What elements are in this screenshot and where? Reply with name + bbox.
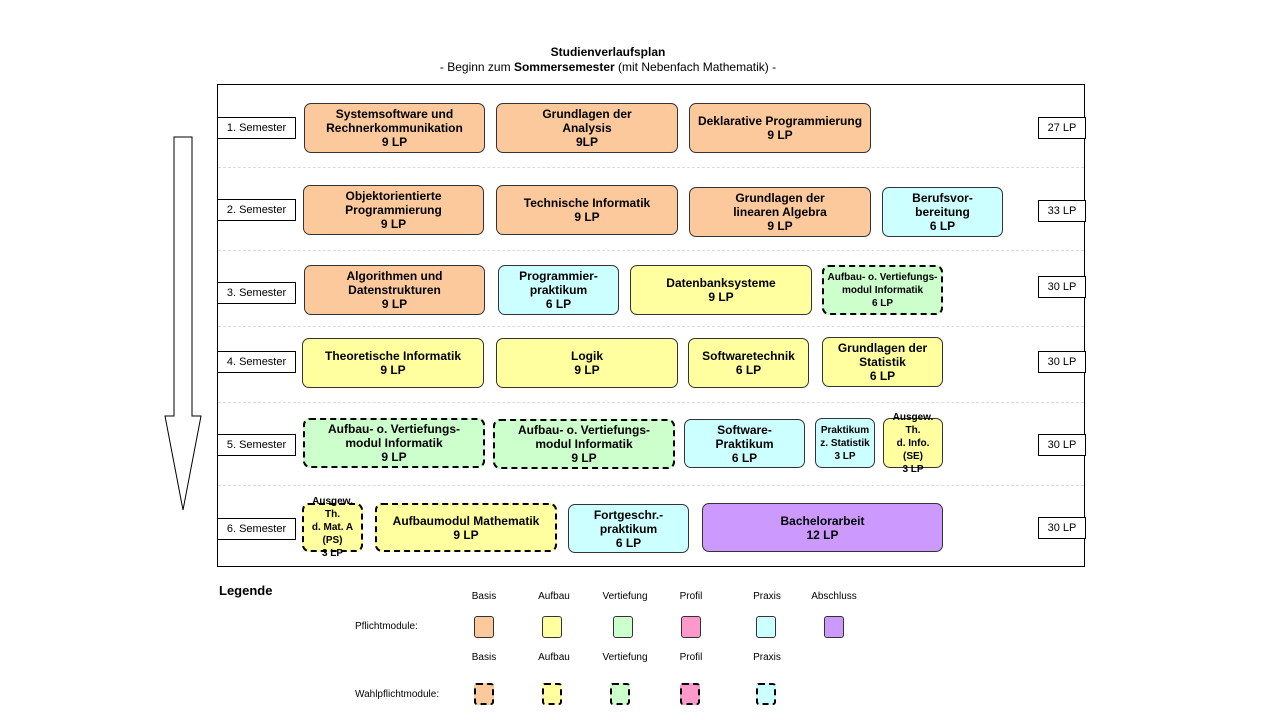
legend-swatch-wahl-profil	[680, 683, 700, 705]
module-card: Technische Informatik 9 LP	[496, 185, 678, 235]
module-card: Grundlagen der Statistik 6 LP	[822, 337, 943, 387]
page-subtitle: - Beginn zum Sommersemester (mit Nebenfa…	[0, 60, 1216, 74]
module-card: Objektorientierte Programmierung 9 LP	[303, 185, 484, 235]
legend-swatch-wahl-aufbau	[542, 683, 562, 705]
semester-lp-total: 30 LP	[1038, 276, 1086, 298]
down-arrow-icon	[164, 136, 202, 511]
semester-lp-total: 33 LP	[1038, 200, 1086, 222]
legend-category-label: Basis	[471, 652, 497, 663]
row-separator	[218, 485, 1084, 486]
semester-label: 6. Semester	[217, 518, 296, 540]
legend-category-label: Vertiefung	[602, 652, 648, 663]
legend-category-label: Aufbau	[538, 591, 570, 602]
module-card: Grundlagen der Analysis 9LP	[496, 103, 678, 153]
legend-category-label: Abschluss	[811, 591, 857, 602]
legend-category-label: Aufbau	[538, 652, 570, 663]
semester-lp-total: 30 LP	[1038, 517, 1086, 539]
module-card: Softwaretechnik 6 LP	[688, 338, 809, 388]
semester-label: 2. Semester	[217, 199, 296, 221]
semester-label: 5. Semester	[217, 434, 296, 456]
legend-category-label: Basis	[471, 591, 497, 602]
module-card: Berufsvor- bereitung 6 LP	[882, 187, 1003, 237]
module-card: Systemsoftware und Rechnerkommunikation …	[304, 103, 485, 153]
legend-pflicht-label: Pflichtmodule:	[355, 621, 418, 632]
module-card: Software- Praktikum 6 LP	[684, 419, 805, 468]
row-separator	[218, 250, 1084, 251]
module-card: Programmier- praktikum 6 LP	[498, 265, 619, 315]
module-card: Aufbau- o. Vertiefungs- modul Informatik…	[493, 419, 675, 469]
module-card: Ausgew. Th. d. Info. (SE) 3 LP	[883, 412, 943, 475]
row-separator	[218, 167, 1084, 168]
row-separator	[218, 402, 1084, 403]
semester-label: 3. Semester	[217, 282, 296, 304]
module-card: Fortgeschr.- praktikum 6 LP	[568, 504, 689, 553]
plan-frame	[217, 84, 1085, 567]
legend-swatch-aufbau	[542, 616, 562, 638]
legend-category-label: Profil	[679, 652, 703, 663]
semester-lp-total: 27 LP	[1038, 117, 1086, 139]
semester-label: 1. Semester	[217, 117, 296, 139]
row-separator	[218, 326, 1084, 327]
legend-swatch-abschluss	[824, 616, 844, 638]
page-title: Studienverlaufsplan	[550, 45, 666, 59]
legend-swatch-praxis	[756, 616, 776, 638]
module-card: Logik 9 LP	[496, 338, 678, 388]
module-card: Aufbau- o. Vertiefungs- modul Informatik…	[822, 265, 943, 315]
module-card: Bachelorarbeit 12 LP	[702, 503, 943, 552]
module-card: Ausgew. Th. d. Mat. A (PS) 3 LP	[302, 496, 363, 559]
legend-wahlpflicht-label: Wahlpflichtmodule:	[355, 689, 440, 700]
module-card: Grundlagen der linearen Algebra 9 LP	[689, 187, 871, 237]
module-card: Aufbaumodul Mathematik 9 LP	[375, 503, 557, 552]
subtitle-suffix: (mit Nebenfach Mathematik) -	[614, 60, 777, 74]
legend-swatch-wahl-basis	[474, 683, 494, 705]
legend-title: Legende	[219, 583, 273, 598]
subtitle-prefix: - Beginn zum	[439, 60, 514, 74]
legend-swatch-wahl-praxis	[756, 683, 776, 705]
module-card: Algorithmen und Datenstrukturen 9 LP	[304, 265, 485, 315]
legend-swatch-wahl-vertiefung	[610, 683, 630, 705]
legend-category-label: Praxis	[753, 652, 781, 663]
legend-category-label: Praxis	[753, 591, 781, 602]
legend-swatch-profil	[681, 616, 701, 638]
semester-lp-total: 30 LP	[1038, 434, 1086, 456]
module-card: Datenbanksysteme 9 LP	[630, 265, 812, 315]
module-card: Theoretische Informatik 9 LP	[302, 338, 484, 388]
semester-label: 4. Semester	[217, 351, 296, 373]
module-card: Deklarative Programmierung 9 LP	[689, 103, 871, 153]
legend-swatch-basis	[474, 616, 494, 638]
legend-category-label: Profil	[679, 591, 703, 602]
module-card: Praktikum z. Statistik 3 LP	[815, 418, 875, 468]
legend-category-label: Vertiefung	[602, 591, 648, 602]
semester-lp-total: 30 LP	[1038, 351, 1086, 373]
module-card: Aufbau- o. Vertiefungs- modul Informatik…	[303, 418, 485, 468]
subtitle-season: Sommersemester	[513, 60, 615, 74]
legend-swatch-vertiefung	[613, 616, 633, 638]
